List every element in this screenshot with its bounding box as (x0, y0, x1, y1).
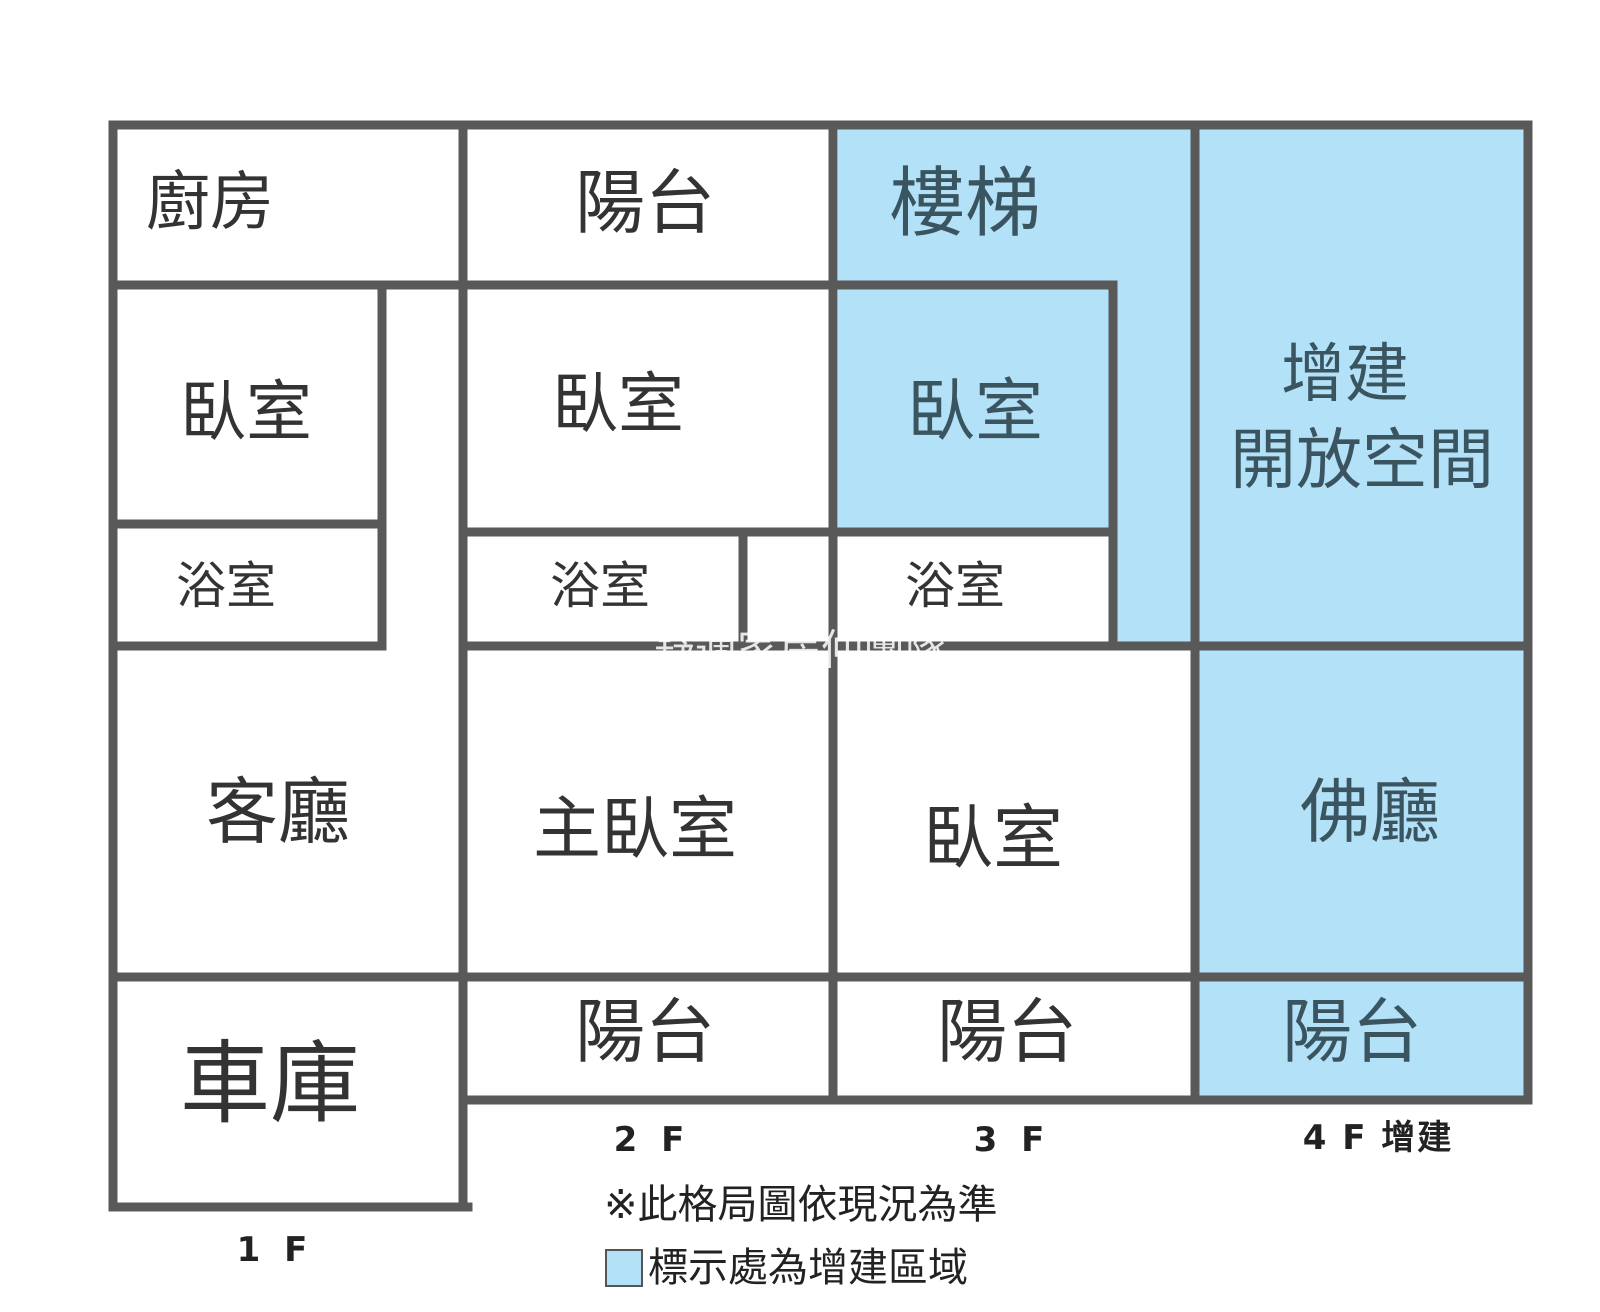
watermark: 舒適家房仲團隊 (653, 626, 947, 675)
floor-label-3f: 3 F (974, 1120, 1051, 1160)
legend-addition-label: 標示處為增建區域 (648, 1245, 968, 1291)
floor-label-4f: 4 F 增建 (1303, 1118, 1454, 1158)
f1-bedroom-label: 臥室 (180, 374, 312, 451)
f4-shrine-hall-label: 佛廳 (1300, 771, 1440, 853)
f1-garage-label: 車庫 (180, 1032, 360, 1137)
f4-open-space-label-line2: 開放空間 (1230, 422, 1494, 499)
floor-label-1f: 1 F (237, 1230, 314, 1270)
f2-balcony-top-label: 陽台 (575, 162, 715, 244)
f2-master-bedroom-label: 主臥室 (533, 791, 737, 870)
f3-stair-shaft-fill (1113, 128, 1195, 646)
f3-bedroom-top-fill (838, 285, 1113, 532)
f2-balcony-bottom-label: 陽台 (575, 991, 715, 1073)
f3-bedroom-bottom-label: 臥室 (923, 797, 1063, 879)
f4-column-fill (1195, 128, 1528, 1100)
f3-bathroom-label: 浴室 (905, 557, 1005, 615)
disclaimer-note: ※此格局圖依現況為準 (604, 1182, 998, 1228)
addition-areas (838, 128, 1528, 1100)
f1-bathroom-label: 浴室 (176, 557, 276, 615)
f3-stairs-label: 樓梯 (889, 159, 1041, 248)
f4-open-space-label-line1: 增建 (1281, 338, 1409, 412)
f2-bedroom-label: 臥室 (552, 366, 684, 443)
f3-balcony-label: 陽台 (937, 991, 1077, 1073)
walls (108, 120, 1533, 1212)
f1-kitchen-label: 廚房 (146, 166, 274, 240)
f4-balcony-label: 陽台 (1282, 991, 1422, 1073)
f1-living-room-label: 客廳 (206, 770, 350, 854)
legend-addition-swatch (605, 1249, 643, 1287)
f3-bedroom-top-label: 臥室 (907, 373, 1043, 452)
f2-bathroom-label: 浴室 (550, 557, 650, 615)
floor-label-2f: 2 F (614, 1120, 691, 1160)
